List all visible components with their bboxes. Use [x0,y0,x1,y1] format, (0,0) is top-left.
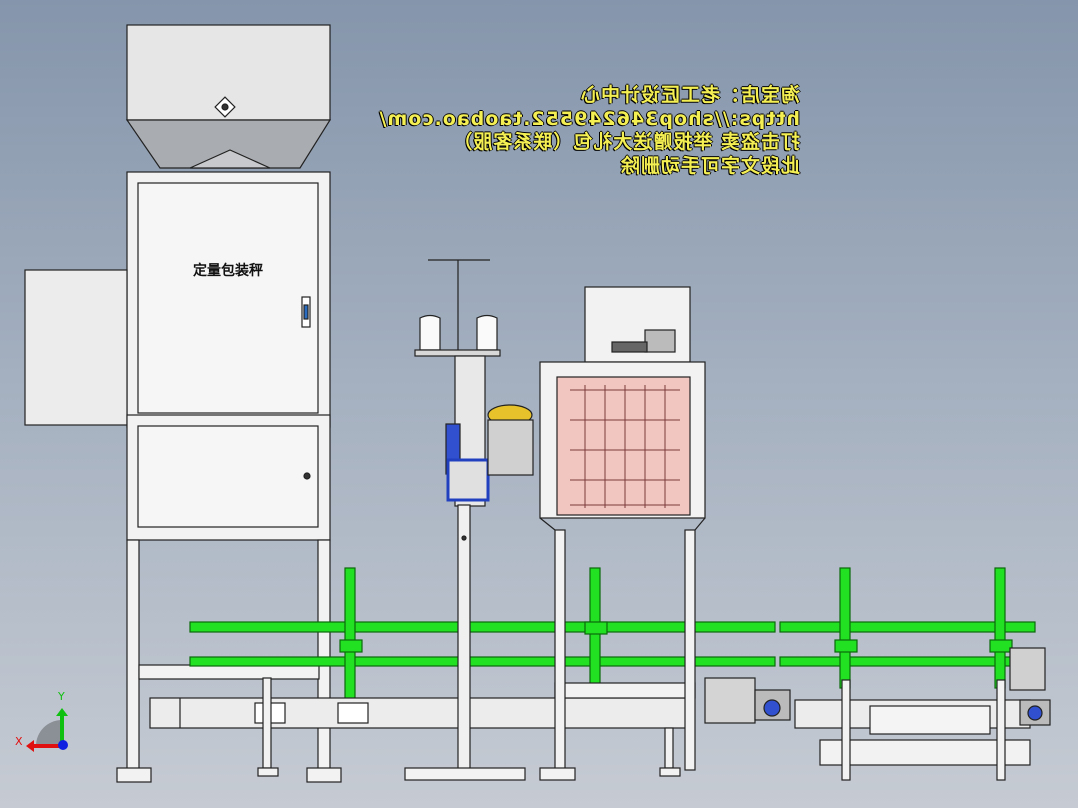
lower-cabinet-door [137,425,319,528]
watermark-note: 淘宝店：老工匠设计中心 https://shop346249552.taobao… [378,84,800,178]
control-cabinet-right [539,286,706,781]
sewing-machine-stand [404,259,534,781]
conveyor-guide-rails [189,567,1036,709]
note-line-url: https://shop346249552.taobao.com/ [378,107,800,130]
upper-cabinet-door [137,182,319,414]
machine-label: 定量包装秤 [193,262,263,279]
hopper [125,24,332,169]
note-line-shop: 淘宝店：老工匠设计中心 [579,84,800,106]
note-line-report: 打击盗卖 举报赠送大礼包（联系客服） [452,131,800,153]
conveyor-motor [704,677,791,724]
scale-cabinet-frame [24,171,342,783]
outlet-conveyor [794,647,1051,781]
belt-conveyor [149,677,696,777]
note-line-delete: 此段文字可手动删除 [619,154,800,177]
coordinate-triad: X Y [15,690,68,752]
y-axis-label: Y [57,690,65,703]
z-axis-dot [58,740,68,750]
ventilation-grille [556,376,691,516]
x-axis-label: X [15,735,23,748]
